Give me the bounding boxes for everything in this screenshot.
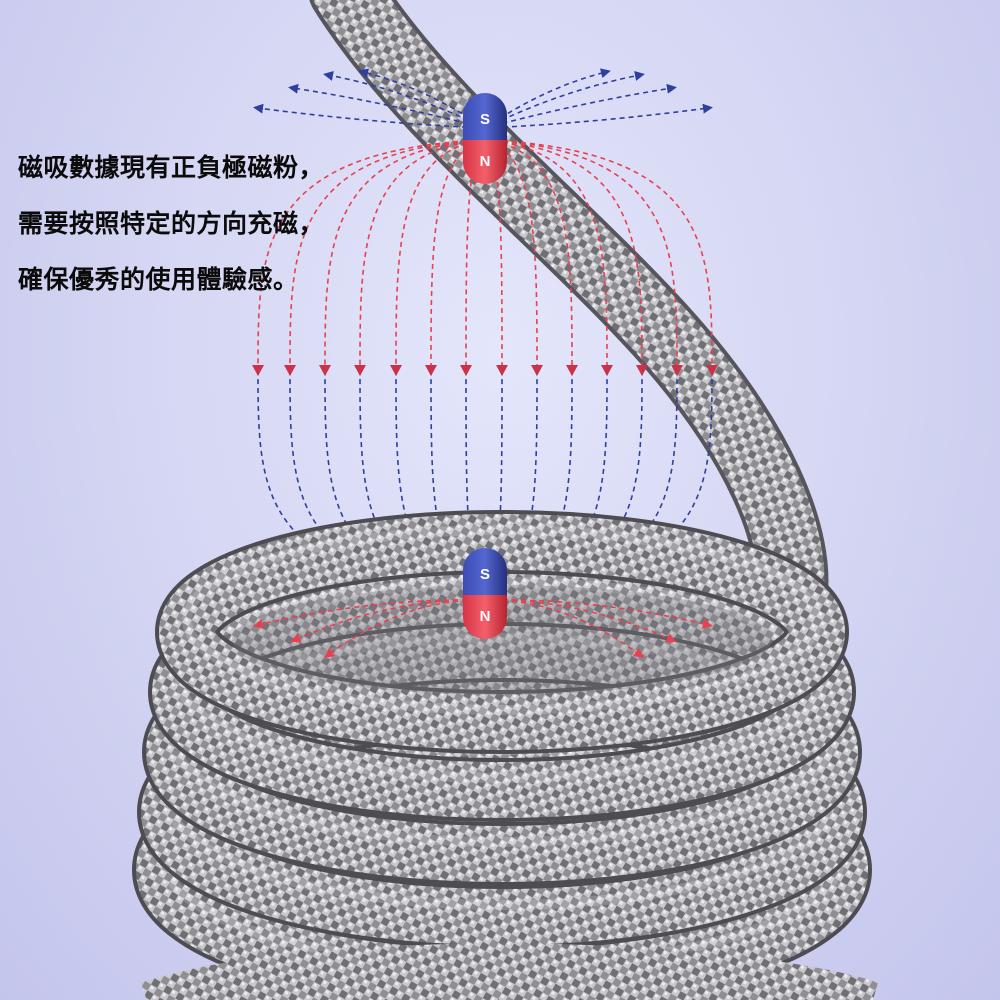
- field-arrow-12: [671, 365, 683, 376]
- field-line-red-0: [257, 139, 486, 371]
- field-arrow-10: [601, 365, 613, 376]
- top-fan-line-6: [484, 83, 677, 129]
- field-line-red-12: [484, 139, 678, 371]
- top-magnet-south-label: S: [480, 111, 490, 128]
- field-arrow-4: [390, 365, 402, 376]
- caption-line-1: 磁吸數據現有正負極磁粉，: [18, 153, 325, 182]
- top-fan-line-0: [253, 103, 486, 129]
- top-magnet: S N: [463, 93, 507, 184]
- field-line-red-9: [484, 139, 573, 371]
- field-line-red-10: [484, 139, 608, 371]
- field-arrow-9: [566, 365, 578, 376]
- top-fan-line-7: [484, 103, 713, 129]
- coil-ring-2: [146, 622, 858, 882]
- coil-ring-4: [159, 514, 845, 750]
- field-line-red-4: [395, 139, 486, 371]
- field-arrow-13: [706, 365, 718, 376]
- field-arrow-2: [319, 365, 331, 376]
- field-arrow-8: [531, 365, 543, 376]
- field-arrow-3: [354, 365, 366, 376]
- caption-line-2: 需要按照特定的方向充磁，: [18, 209, 325, 238]
- top-magnet-north-label: N: [480, 153, 491, 170]
- field-arrow-11: [636, 365, 648, 376]
- coil-tail: [140, 943, 879, 1000]
- caption-text: 磁吸數據現有正負極磁粉， 需要按照特定的方向充磁， 確保優秀的使用體驗感。: [18, 140, 324, 308]
- field-arrow-7: [496, 365, 508, 376]
- field-line-blue-0: [257, 369, 486, 591]
- top-fan-line-5: [484, 71, 645, 129]
- field-line-red-11: [484, 139, 643, 371]
- field-arrow-0: [252, 365, 264, 376]
- top-fan-line-3: [358, 68, 486, 129]
- top-fan-line-4: [484, 68, 611, 129]
- field-line-red-2: [324, 139, 486, 371]
- field-arrow-5: [425, 365, 437, 376]
- field-arrow-6: [460, 365, 472, 376]
- field-line-red-3: [359, 139, 486, 371]
- field-line-blue-13: [484, 369, 713, 591]
- field-line-red-13: [484, 139, 713, 371]
- bottom-magnet-north-label: N: [480, 608, 491, 625]
- coil-inner-shadow: [232, 585, 772, 695]
- bottom-magnet-south-label: S: [480, 566, 490, 583]
- field-arrow-1: [284, 365, 296, 376]
- field-line-blue-1: [289, 369, 486, 591]
- coil-ring-highlight-4: [182, 525, 822, 715]
- coil-field-line-5: [484, 599, 713, 629]
- top-fan-line-1: [288, 83, 486, 129]
- bottom-magnet: S N: [463, 548, 507, 639]
- cable-coil-stack: [132, 510, 879, 1000]
- caption-line-3: 確保優秀的使用體驗感。: [18, 265, 299, 294]
- field-line-red-1: [289, 139, 486, 371]
